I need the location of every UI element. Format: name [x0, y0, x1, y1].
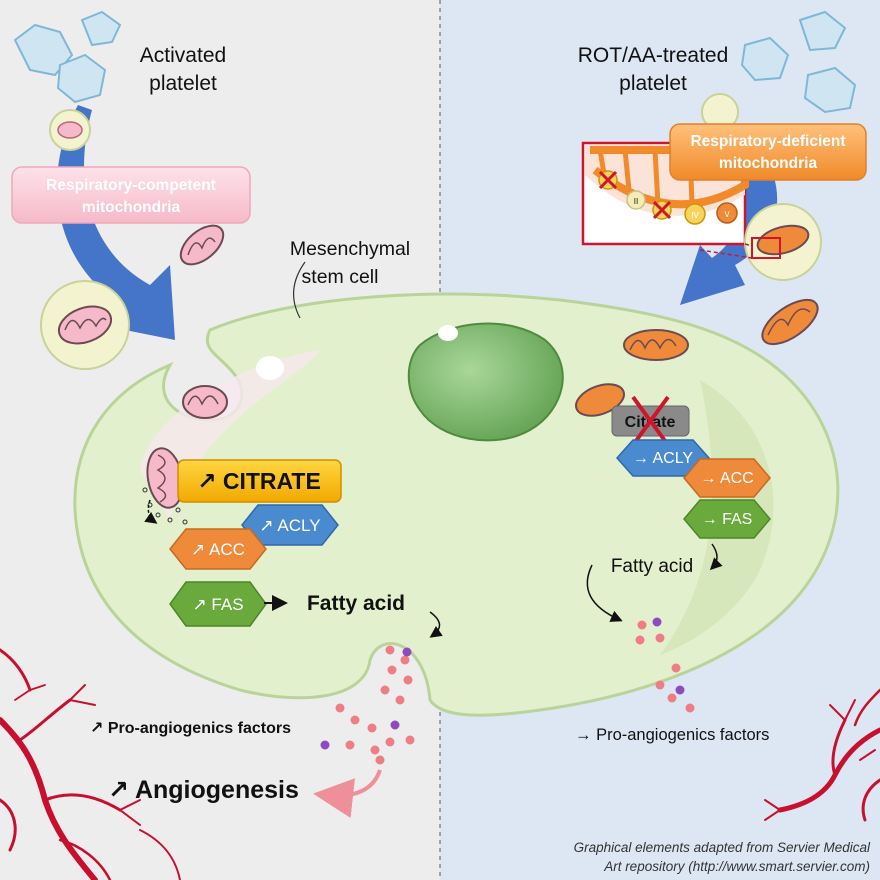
acc-label-left: ↗ ACC	[191, 540, 245, 559]
mitochondria-free-right	[575, 298, 819, 417]
respiratory-competent-line2: mitochondria	[82, 199, 181, 216]
vesicle-top	[438, 325, 458, 341]
complex-iii-inhibited-icon	[652, 200, 672, 220]
treated-platelet-label-line2: platelet	[619, 72, 687, 95]
stem-cell-label-line1: Mesenchymal	[290, 238, 410, 260]
stem-cell-body	[73, 292, 840, 717]
factors-label-left: ↗ Pro-angiogenics factors	[90, 720, 291, 737]
fas-label-right: → FAS	[702, 511, 753, 528]
fas-hex-left	[169, 581, 267, 627]
stem-cell-label-line2: stem cell	[302, 266, 379, 288]
mitochondrion-in-platelet-left	[40, 280, 130, 370]
mitochondrion-free-left	[179, 224, 225, 266]
complex-label-iv: IV	[691, 211, 699, 220]
acly-label-left: ↗ ACLY	[259, 516, 320, 535]
stem-cell-pointer	[293, 261, 306, 319]
fas-label-left: ↗ FAS	[192, 595, 243, 614]
acly-hex-left	[241, 504, 339, 546]
angiogenesis-label: ↗ Angiogenesis	[108, 776, 299, 804]
respiratory-competent-line1: Respiratory-competent	[46, 177, 216, 194]
acc-hex-right	[683, 458, 771, 498]
respiratory-deficient-box	[669, 123, 867, 181]
activated-platelet-label-line2: platelet	[149, 72, 217, 95]
acc-hex-left	[169, 528, 267, 570]
mitochondrion-in-platelet-right	[699, 203, 822, 281]
fatty-acid-label-left: Fatty acid	[307, 592, 405, 615]
complex-label-ii: II	[634, 197, 638, 206]
complex-ii-icon	[626, 190, 646, 210]
respiratory-deficient-line2: mitochondria	[719, 155, 818, 172]
treated-platelet-label-line1: ROT/AA-treated	[578, 44, 729, 67]
angiogenesis-arrow	[313, 769, 382, 818]
citrate-box-left	[177, 459, 342, 503]
complex-v-icon	[716, 202, 738, 224]
blood-vessels-left	[0, 648, 181, 880]
nucleus	[407, 322, 564, 442]
blood-vessels-right	[764, 688, 880, 822]
fas-to-fatty-acid-arrow-right	[709, 543, 723, 571]
mitochondrion-releasing-citrate	[142, 447, 188, 525]
respiratory-complexes	[598, 170, 738, 225]
factors-label-right: → Pro-angiogenics factors	[575, 726, 769, 744]
mitochondrion-entering-cell	[182, 385, 228, 419]
citrate-label-left: ↗ CITRATE	[197, 468, 321, 494]
secretion-vesicles-left	[320, 645, 415, 765]
vesicle-left	[256, 356, 284, 380]
fas-hex-right	[683, 499, 771, 539]
fatty-acid-label-right: Fatty acid	[611, 556, 693, 577]
right-transfer-arrow	[680, 150, 778, 305]
complex-i-inhibited-icon	[598, 170, 618, 190]
secretion-vesicles-right	[635, 617, 695, 713]
respiratory-deficient-line1: Respiratory-deficient	[690, 133, 845, 150]
fatty-acid-secretion-arrow-left	[429, 611, 443, 638]
respiratory-competent-box	[11, 166, 251, 224]
acc-label-right: → ACC	[700, 470, 753, 487]
fatty-acid-secretion-arrow-right	[586, 564, 623, 622]
activated-platelet-label-line1: Activated	[140, 44, 226, 67]
complex-label-v: V	[724, 210, 730, 219]
citrate-crossed-icon	[631, 395, 670, 447]
activated-platelet	[13, 10, 122, 151]
acly-label-right: → ACLY	[633, 450, 694, 467]
treated-platelet	[701, 10, 857, 131]
credit-line2: Art repository (http://www.smart.servier…	[603, 859, 870, 874]
credit-line1: Graphical elements adapted from Servier …	[574, 840, 871, 855]
complex-iv-icon	[684, 203, 706, 225]
